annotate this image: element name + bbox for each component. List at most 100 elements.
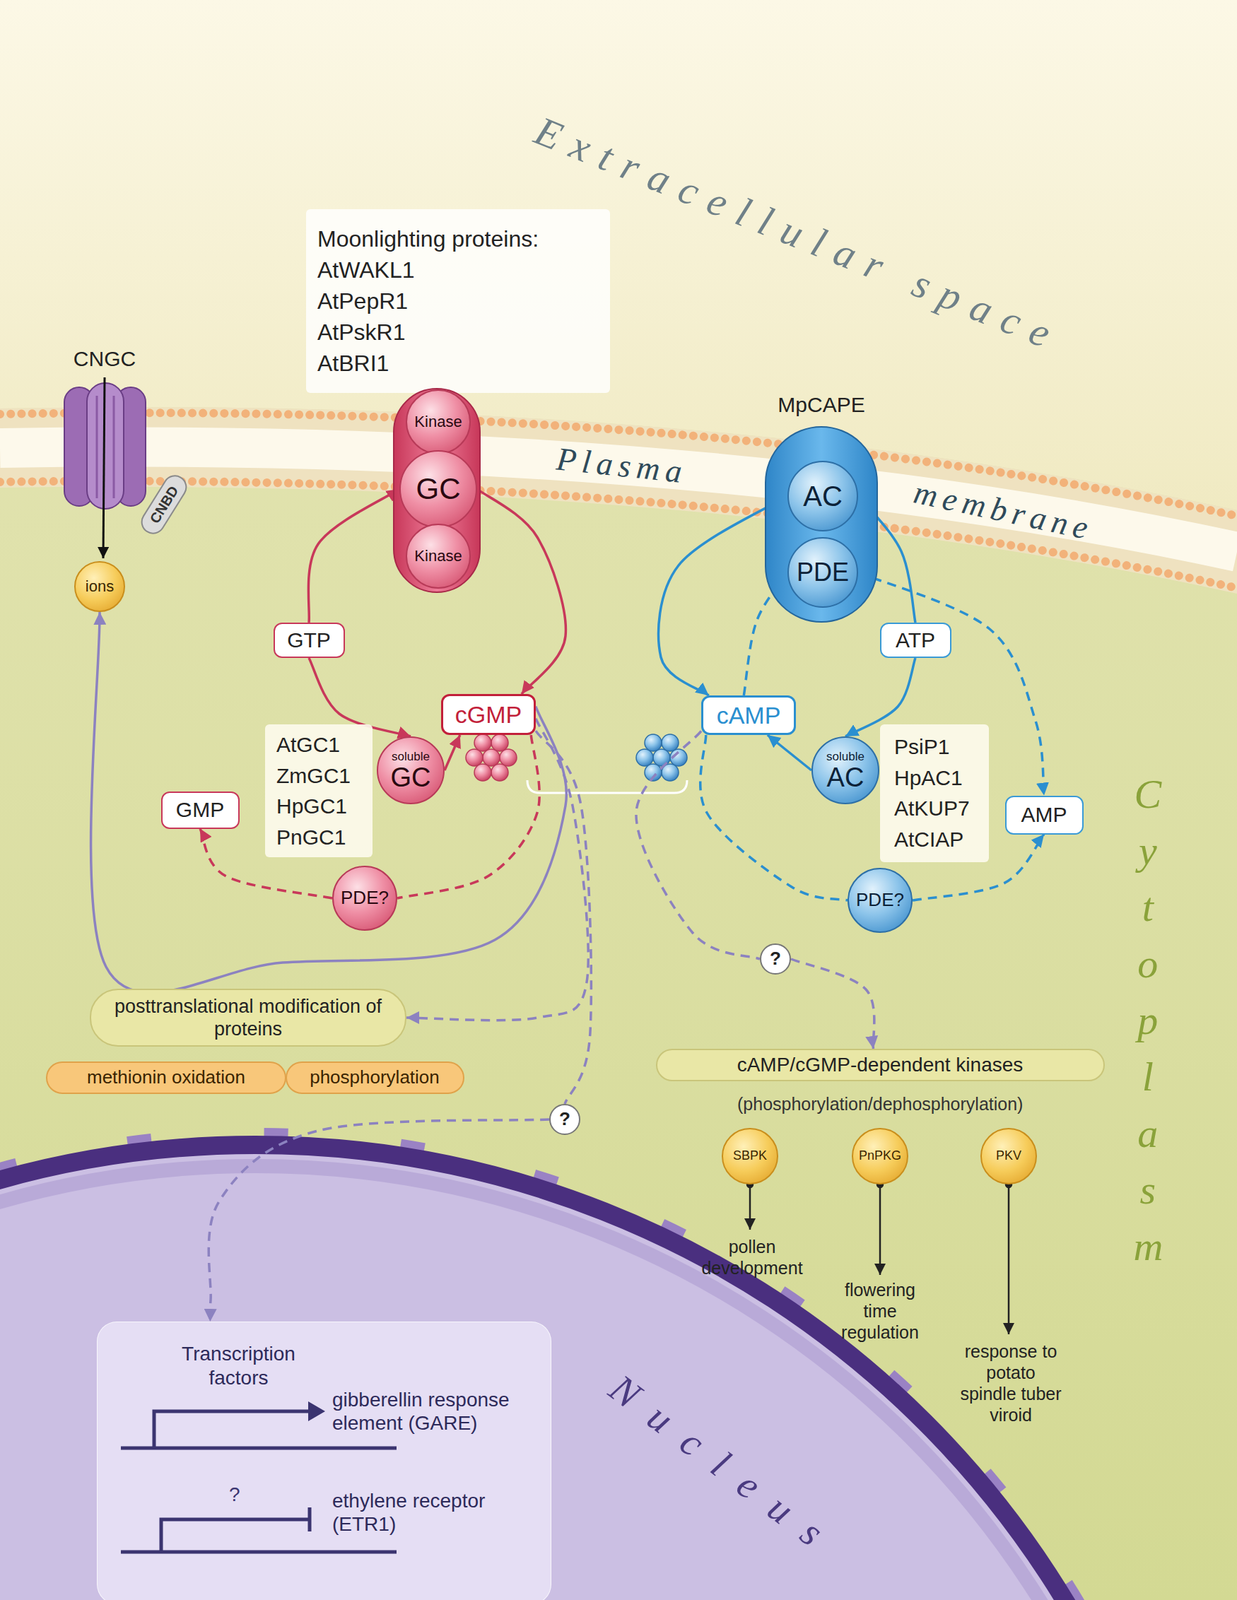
drawing-line [879, 1184, 882, 1276]
drawing-line [103, 377, 105, 559]
drawing-line [120, 1446, 397, 1451]
node-text: cAMP/cGMP-dependent kinases [737, 1053, 1024, 1078]
outcome-label: flowering time regulation [830, 1279, 930, 1344]
note-text: (phosphorylation/dephosphorylation) [737, 1093, 1023, 1115]
connector [477, 489, 566, 695]
transcription-panel: Transcription factors [96, 1321, 552, 1600]
kinase-circle: PnPKG [851, 1128, 909, 1185]
substrate-box: GTP [273, 622, 345, 659]
ion-channel: CNGCCNBD [61, 381, 149, 511]
node-text: GC [416, 471, 461, 507]
node-text: ? [559, 1108, 571, 1131]
node-text: cAMP [716, 701, 782, 731]
gene-label: ethylene receptor (ETR1) [332, 1489, 531, 1537]
modification-pill: methionin oxidation [45, 1061, 287, 1095]
drawing-path [154, 1411, 312, 1449]
drawing-line [112, 395, 115, 499]
process-band: posttranslational modification of protei… [89, 988, 407, 1047]
soluble-enzyme: solubleGC [376, 736, 445, 805]
node-text: Moonlighting proteins: [317, 223, 539, 255]
drawing-path [308, 1401, 326, 1422]
cgmp-molecules [465, 734, 517, 782]
drawing-line [307, 1507, 312, 1532]
node-heading: MpCAPE [777, 392, 865, 418]
drawing-line [1007, 1184, 1011, 1335]
drawing-circle [636, 749, 654, 767]
kinase-circle: PKV [980, 1128, 1037, 1185]
bracket [527, 780, 688, 794]
gc-domain: GC [399, 450, 478, 529]
connector [790, 959, 875, 1049]
node-text: Kinase [414, 547, 462, 566]
kinase-circle: SBPK [721, 1128, 779, 1185]
process-band: cAMP/cGMP-dependent kinases [655, 1048, 1105, 1082]
outcome-label: response to potato spindle tuber viroid [957, 1340, 1064, 1426]
ion-dot: ions [74, 561, 126, 613]
connector [308, 489, 400, 623]
node-text: AtGC1 [276, 729, 340, 761]
node-text: PKV [995, 1148, 1022, 1165]
node-text: AC [802, 479, 843, 514]
unknown-step: ? [549, 1104, 581, 1136]
nuclear-pores [0, 1133, 1214, 1600]
drawing-circle [644, 734, 662, 752]
product-box: AMP [1005, 795, 1084, 835]
unknown-step: ? [759, 943, 791, 975]
node-text: Kinase [414, 412, 462, 432]
product-box: GMP [161, 791, 240, 830]
node-text: PDE? [856, 889, 905, 912]
node-text: soluble [826, 750, 865, 763]
node-text: HpAC1 [894, 762, 963, 794]
node-text: ? [769, 947, 782, 970]
node-text: PnGC1 [276, 822, 346, 854]
region-label: Cytoplasm [1133, 766, 1163, 1276]
node-text: cGMP [455, 700, 522, 730]
drawing-line [749, 1184, 752, 1230]
node-text: PDE [796, 557, 849, 588]
node-text: phosphorylation [309, 1066, 440, 1089]
protein-list: Moonlighting proteins:AtWAKL1AtPepR1AtPs… [306, 209, 611, 394]
node-text: HpGC1 [276, 790, 348, 823]
pde-circle: PDE? [332, 865, 398, 931]
pde-circle: PDE? [847, 868, 913, 934]
enzyme-pill: MpCAPEACPDE [764, 426, 878, 623]
node-text: GC [390, 764, 432, 791]
gene-label: gibberellin response element (GARE) [332, 1388, 566, 1436]
node-text: AtKUP7 [894, 793, 970, 825]
drawing-circle [482, 749, 500, 767]
node-text: methionin oxidation [86, 1066, 246, 1089]
node-text: PDE? [340, 887, 389, 910]
outcome-label: pollen development [692, 1236, 813, 1279]
protein-list: PsiP1HpAC1AtKUP7AtCIAP [880, 724, 989, 863]
connector [208, 1119, 550, 1322]
node-text: AtWAKL1 [317, 254, 415, 286]
ion-channel [61, 381, 149, 511]
camp-molecules [636, 734, 688, 782]
node-heading: CNGC [73, 346, 136, 372]
node-text: AMP [1020, 802, 1067, 828]
promoter-drawing [97, 1322, 553, 1600]
node-text: PnPKG [858, 1148, 902, 1165]
node-text: SBPK [733, 1148, 767, 1165]
node-text: Transcription factors [161, 1342, 317, 1390]
protein-list: AtGC1ZmGC1HpGC1PnGC1 [265, 724, 373, 858]
messenger-box: cAMP [701, 695, 796, 736]
node-text: ions [85, 577, 114, 596]
soluble-enzyme: solubleAC [811, 736, 880, 805]
connector [91, 612, 567, 994]
kinase-domain: Kinase [405, 523, 471, 589]
kinase-domain: Kinase [405, 389, 471, 455]
drawing-circle [661, 734, 679, 752]
receptor-pill: KinaseGCKinase [393, 388, 481, 594]
drawing-line [95, 395, 98, 499]
node-text: AtBRI1 [317, 347, 389, 379]
connector [636, 730, 760, 960]
node-text: ZmGC1 [276, 760, 351, 792]
ac-domain: AC [787, 460, 859, 532]
unknown-mark: ? [229, 1482, 241, 1508]
drawing-circle [491, 734, 509, 752]
node-text: GMP [176, 797, 225, 823]
plasma-membrane [0, 407, 1237, 594]
modification-pill: phosphorylation [285, 1061, 465, 1095]
node-text: AtPskR1 [317, 316, 406, 348]
